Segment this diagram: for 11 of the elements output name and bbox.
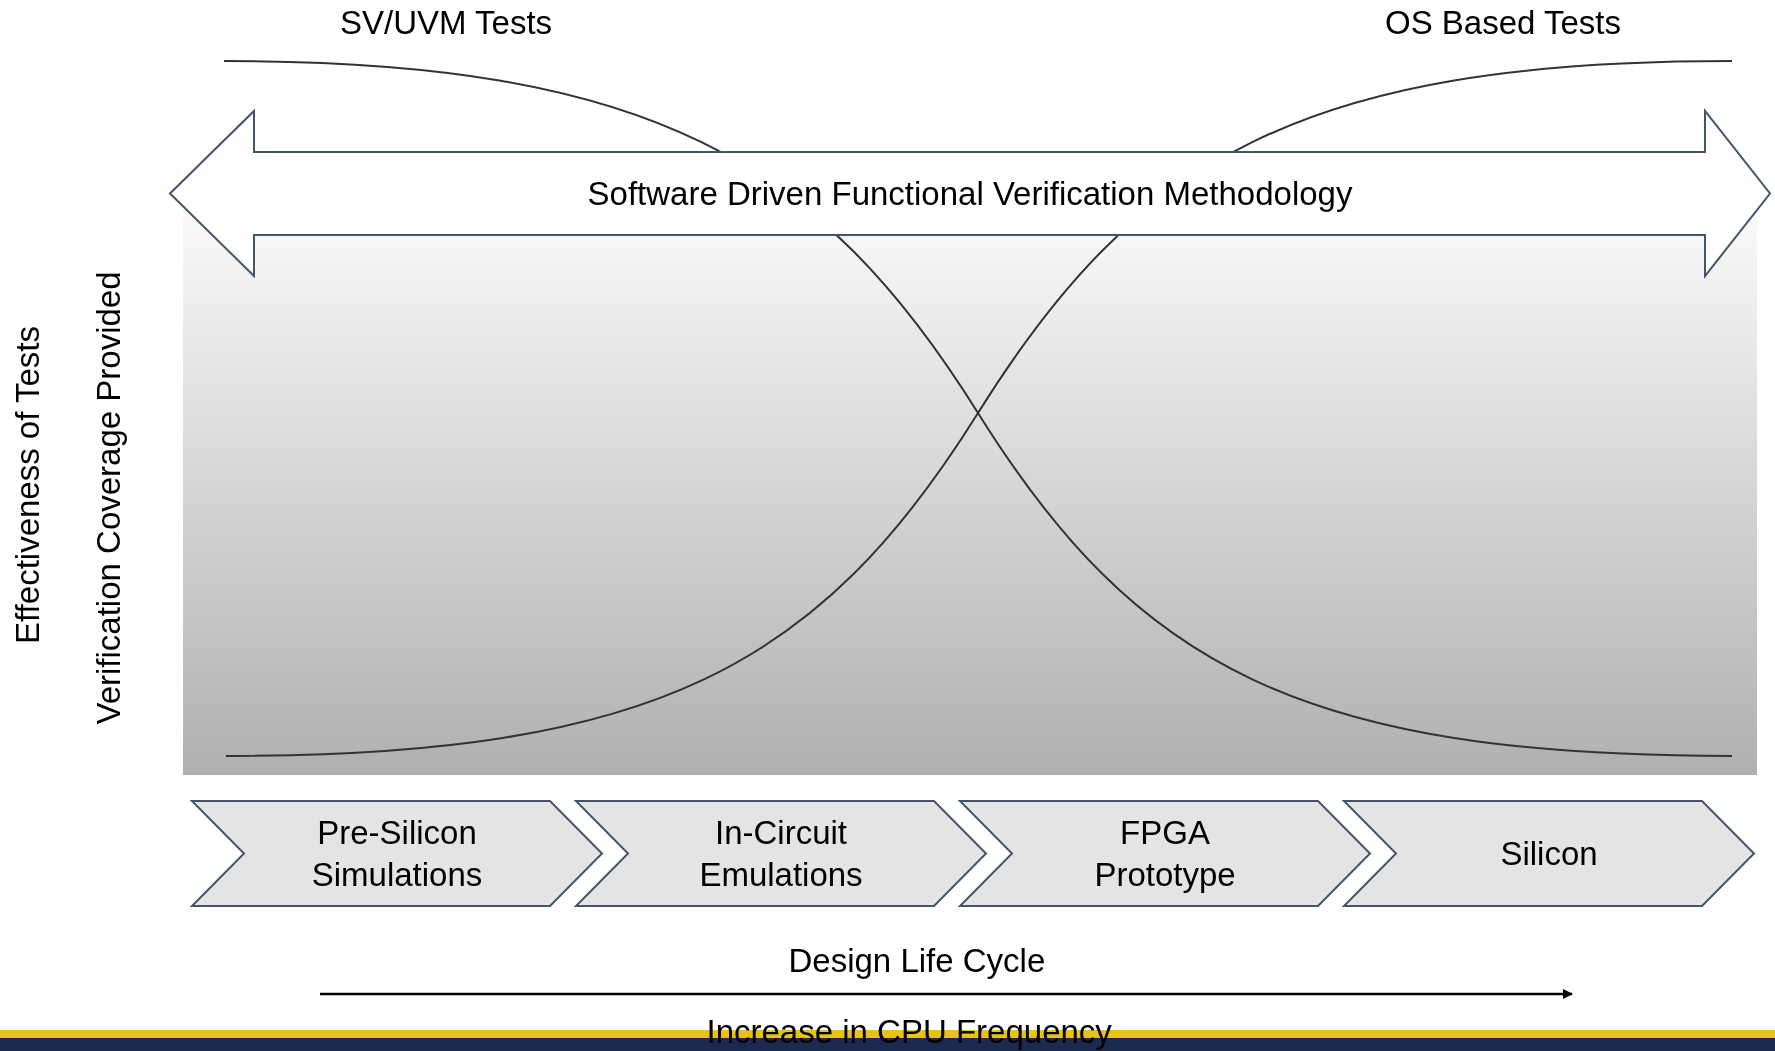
curve-label: OS Based Tests xyxy=(1385,4,1621,42)
axis-label: Effectiveness of Tests xyxy=(9,326,47,644)
axis-label: Verification Coverage Provided xyxy=(89,271,128,725)
curve-label: SV/UVM Tests xyxy=(340,4,553,42)
stage-label: Silicon xyxy=(1500,833,1598,874)
stage-label: In-Circuit Emulations xyxy=(698,813,864,895)
axis-label: Increase in CPU Frequency xyxy=(706,1013,1112,1051)
axis-label: Design Life Cycle xyxy=(788,942,1046,980)
stage-label: Pre-Silicon Simulations xyxy=(310,813,484,895)
arrow-label: Software Driven Functional Verification Methodology xyxy=(587,173,1353,214)
stage-label: FPGA Prototype xyxy=(1093,813,1237,895)
